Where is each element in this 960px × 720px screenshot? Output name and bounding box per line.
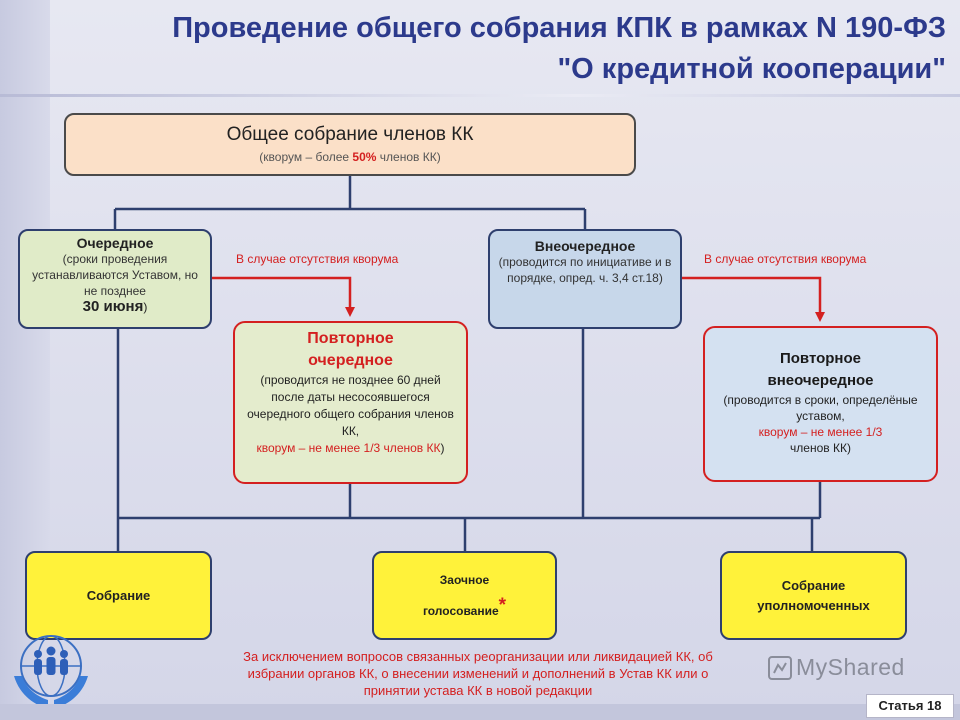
ordinary-meeting-box: Очередное (сроки проведения устанавливаю… <box>18 229 212 329</box>
ordinary-desc: (сроки проведения устанавливаются Уставо… <box>32 252 198 298</box>
ordinary-deadline: 30 июня <box>82 298 144 315</box>
quorum-text-a: (кворум – более <box>259 150 353 164</box>
ordinary-deadline-line: 30 июня) <box>26 299 204 315</box>
repeat-ordinary-title-1: Повторное <box>307 330 394 347</box>
extraordinary-meeting-box: Внеочередное (проводится по инициативе и… <box>488 229 682 329</box>
repeat-extra-quorum: кворум – не менее 1/3 <box>758 425 883 439</box>
form-absentee-text: Заочное голосование* <box>423 570 506 621</box>
article-badge: Статья 18 <box>866 694 954 718</box>
arrow-no-quorum-right <box>682 276 825 322</box>
repeat-ordinary-close: ) <box>440 441 445 455</box>
slide-title: Проведение общего собрания КПК в рамках … <box>60 8 946 90</box>
repeat-extra-tail: членов КК) <box>790 441 851 455</box>
watermark-icon <box>768 656 792 680</box>
quorum-text-c: членов КК) <box>376 150 441 164</box>
form-absentee-box: Заочное голосование* <box>372 551 557 640</box>
general-meeting-quorum: (кворум – более 50% членов КК) <box>66 150 634 164</box>
extraordinary-title: Внеочередное <box>534 238 636 254</box>
form-delegates-box: Собрание уполномоченных <box>720 551 907 640</box>
footnote-asterisk: * <box>498 595 507 616</box>
footnote-text: За исключением вопросов связанных реорга… <box>243 649 713 698</box>
form-delegates-line-1: Собрание <box>781 577 846 593</box>
repeat-ordinary-quorum-line: кворум – не менее 1/3 членов КК) <box>245 440 456 457</box>
no-quorum-label-left: В случае отсутствия кворума <box>236 252 399 266</box>
general-meeting-title: Общее собрание членов КК <box>226 124 474 145</box>
form-absentee-line-2: голосование <box>422 604 499 618</box>
quorum-percent: 50% <box>352 150 377 164</box>
repeat-ordinary-quorum: кворум – не менее 1/3 членов КК <box>256 441 441 455</box>
repeat-extra-title-1: Повторное <box>779 350 861 367</box>
credit-cooperation-logo <box>14 635 88 708</box>
repeat-ordinary-desc: (проводится не позднее 60 дней после дат… <box>247 373 454 438</box>
form-absentee-line-2-wrap: голосование* <box>423 596 506 621</box>
general-meeting-box: Общее собрание членов КК (кворум – более… <box>64 113 636 176</box>
form-meeting-label: Собрание <box>86 587 151 603</box>
title-line-1: Проведение общего собрания КПК в рамках … <box>172 12 946 44</box>
repeat-extra-desc: (проводится в сроки, определёные уставом… <box>723 393 918 423</box>
ordinary-close: ) <box>143 300 148 314</box>
repeat-ordinary-title-2: очередное <box>308 352 393 369</box>
title-divider <box>0 94 960 97</box>
watermark-text: MyShared <box>796 654 905 680</box>
repeat-extra-title-2: внеочередное <box>767 372 874 389</box>
form-delegates-text: Собрание уполномоченных <box>757 576 869 616</box>
form-meeting-box: Собрание <box>25 551 212 640</box>
bottom-bar <box>0 704 960 720</box>
form-absentee-line-1: Заочное <box>439 573 490 587</box>
extraordinary-desc: (проводится по инициативе и в порядке, о… <box>498 255 672 285</box>
form-delegates-line-2: уполномоченных <box>757 597 870 613</box>
arrow-no-quorum-left <box>212 276 355 317</box>
repeat-ordinary-box: Повторное очередное (проводится не поздн… <box>233 321 468 484</box>
ordinary-title: Очередное <box>76 235 154 251</box>
repeat-extraordinary-box: Повторное внеочередное (проводится в сро… <box>703 326 938 482</box>
no-quorum-label-right: В случае отсутствия кворума <box>704 252 867 266</box>
title-line-2: "О кредитной кооперации" <box>557 53 946 85</box>
